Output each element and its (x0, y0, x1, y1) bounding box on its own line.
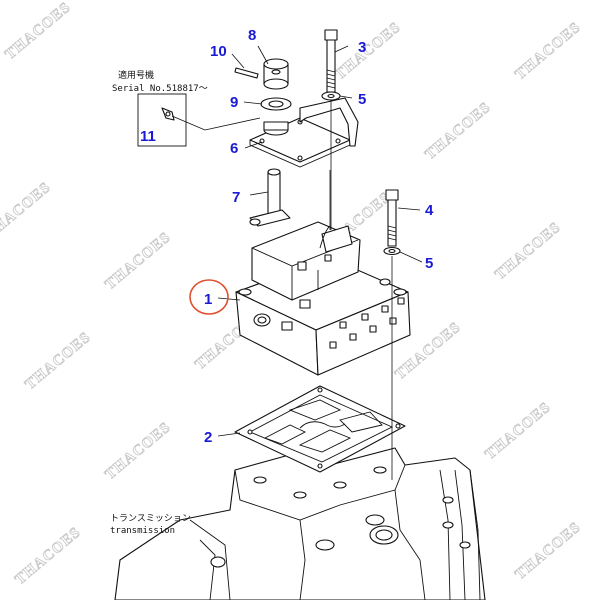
serial-note-box (137, 93, 187, 147)
callout-1-highlight (189, 279, 229, 315)
clip (161, 107, 175, 121)
watermark: THACOES (102, 419, 174, 483)
callout-5-upper: 5 (358, 91, 366, 108)
bolt-lower (385, 189, 399, 247)
serial-note: 適用号機 Serial No.518817～ (112, 69, 261, 147)
transmission-label: トランスミッション transmission (110, 513, 191, 536)
knob (263, 58, 289, 90)
watermark: THACOES (422, 99, 494, 163)
watermark: THACOES (102, 229, 174, 293)
callout-1: 1 (204, 291, 212, 308)
callouts: 3 5 8 10 9 11 6 7 4 5 1 2 (140, 27, 434, 446)
watermark: THACOES (332, 19, 404, 83)
leader-lines (217, 45, 423, 437)
callout-7: 7 (232, 189, 240, 206)
watermark: THACOES (0, 179, 54, 243)
bolt-upper (324, 29, 338, 93)
transmission-label-jp: トランスミッション (110, 513, 191, 524)
transmission-housing (114, 447, 486, 600)
clip-leader (171, 115, 261, 131)
callout-9: 9 (230, 94, 238, 111)
callout-2: 2 (204, 429, 212, 446)
callout-3: 3 (358, 39, 366, 56)
lever-shaft (249, 168, 291, 227)
watermark: THACOES (482, 399, 554, 463)
callout-10: 10 (210, 43, 227, 60)
watermark: THACOES (492, 219, 564, 283)
callout-4: 4 (425, 202, 434, 219)
callout-5-lower: 5 (425, 255, 433, 272)
washer-upper (321, 91, 341, 101)
watermark: THACOES (2, 0, 74, 63)
watermark: THACOES (12, 524, 84, 588)
watermark: THACOES (512, 519, 584, 583)
callout-6: 6 (230, 140, 238, 157)
solenoid-block (251, 221, 361, 301)
valve-body (235, 257, 411, 376)
callout-11: 11 (140, 128, 156, 145)
o-ring (260, 97, 292, 111)
bushing-side (263, 121, 289, 131)
callout-8: 8 (248, 27, 256, 44)
serial-note-applicable: 適用号機 (118, 69, 154, 81)
watermark: THACOES (512, 19, 584, 83)
pin (234, 67, 259, 79)
washer-lower (383, 246, 401, 256)
watermark: THACOES (22, 329, 94, 393)
transmission-label-en: transmission (110, 526, 175, 536)
serial-note-serial: Serial No.518817～ (112, 84, 208, 94)
